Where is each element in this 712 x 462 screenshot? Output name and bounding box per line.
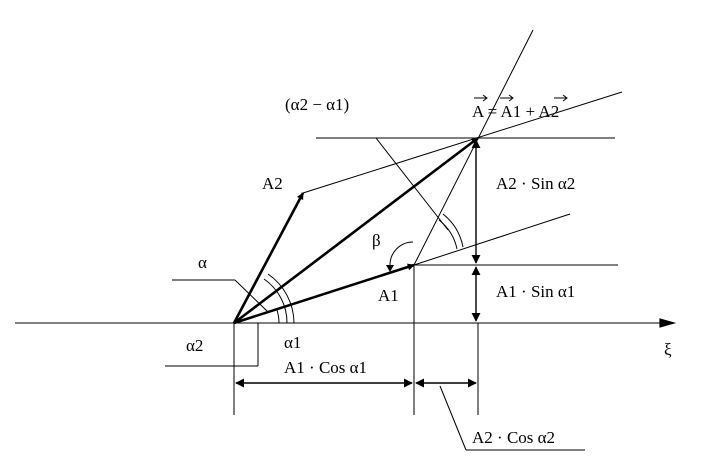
- vector-A1: [233, 263, 415, 325]
- arc-alpha-b: [267, 273, 295, 324]
- sum-arrow-marks: [474, 94, 568, 102]
- extension-A2-parallel: [413, 29, 534, 266]
- label-alpha1: α1: [284, 333, 301, 352]
- label-a1-cos: A1 · Cos α1: [284, 358, 367, 377]
- leader-diff-angle: [375, 137, 449, 231]
- leader-alpha: [234, 279, 269, 313]
- vector-A2: [232, 192, 305, 324]
- label-sum: A = A1 + A2: [472, 102, 559, 121]
- extension-A1-direction: [413, 213, 571, 266]
- extension-A2-through-A: [302, 91, 623, 194]
- arc-beta: [389, 241, 414, 266]
- label-xi: ξ: [664, 340, 672, 359]
- arc-alpha1: [276, 309, 280, 324]
- arc-diff-2: [442, 213, 464, 248]
- label-diff: (α2 − α1): [285, 95, 349, 114]
- label-alpha2: α2: [186, 336, 203, 355]
- label-A1: A1: [378, 286, 399, 305]
- label-a2-cos: A2 · Cos α2: [472, 428, 555, 447]
- arc-diff-1: [438, 219, 458, 250]
- label-alpha: α: [198, 253, 207, 272]
- label-A2: A2: [262, 174, 283, 193]
- label-beta: β: [372, 231, 381, 250]
- label-a2-sin: A2 · Sin α2: [496, 174, 575, 193]
- arc-alpha: [263, 278, 288, 324]
- leader-a2-cos: [439, 385, 467, 451]
- arc-beta-arrowhead: [386, 265, 394, 272]
- vector-A: [233, 136, 479, 325]
- label-a1-sin: A1 · Sin α1: [496, 282, 575, 301]
